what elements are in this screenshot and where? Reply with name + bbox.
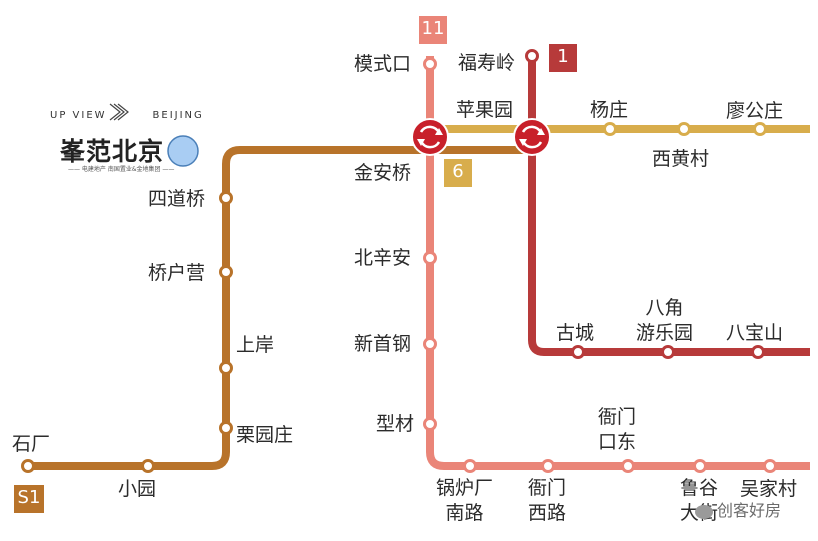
station-dot-xiaoyuan (141, 459, 155, 473)
brand-subtitle: —— 电建地产 南国置业&金地集团 —— (68, 166, 175, 173)
station-dot-shichang (21, 459, 35, 473)
station-dot-moshikou (423, 57, 437, 71)
station-dot-bajiao (661, 345, 675, 359)
station-dot-guoluchang (463, 459, 477, 473)
station-dot-fushouling (525, 49, 539, 63)
station-label-bajiao: 八角 游乐园 (636, 297, 694, 344)
station-label-jinanqiao: 金安桥 (354, 162, 412, 184)
station-label-pingguoyuan: 苹果园 (456, 99, 514, 121)
station-label-shangan: 上岸 (236, 334, 275, 356)
brand-name: 峯范北京 (60, 137, 165, 166)
station-label-shichang: 石厂 (12, 433, 51, 455)
station-dot-hengmenkoudong (621, 459, 635, 473)
station-dot-hengmenxilu (541, 459, 555, 473)
line-1-path (528, 56, 810, 356)
wechat-icon (695, 504, 713, 519)
brand-dot-icon (167, 135, 199, 167)
station-dot-beixinan (423, 251, 437, 265)
station-label-xiaoyuan: 小园 (118, 478, 157, 500)
interchange-icon-jinanqiao (411, 118, 449, 156)
station-label-guoluchang: 锅炉厂 南路 (436, 477, 494, 524)
station-label-hengmenkoudong: 衙门 口东 (598, 406, 637, 453)
interchange-icon-pingguoyuan (513, 118, 551, 156)
station-dot-xingcai (423, 417, 437, 431)
line-s1-path (28, 146, 530, 470)
station-label-babaoshan: 八宝山 (726, 322, 784, 344)
station-dot-sidaoqiao (219, 191, 233, 205)
station-dot-xihuangcun (677, 122, 691, 136)
station-label-wujiacun: 吴家村 (740, 478, 798, 500)
brand-chevron-icon (109, 103, 129, 121)
station-label-hengmenxilu: 衙门 西路 (528, 477, 567, 524)
station-dot-liaogongzhuang (753, 122, 767, 136)
station-dot-xinshougang (423, 337, 437, 351)
line-11-path (426, 56, 810, 470)
station-dot-liyuanzhuang (219, 421, 233, 435)
station-label-xinshougang: 新首钢 (354, 333, 412, 355)
station-dot-yangzhuang (603, 122, 617, 136)
station-label-xihuangcun: 西黄村 (652, 148, 710, 170)
station-label-qiaohuying: 桥户营 (148, 262, 206, 284)
station-label-beixinan: 北辛安 (354, 247, 412, 269)
line-1-badge: 1 (549, 44, 577, 72)
station-dot-qiaohuying (219, 265, 233, 279)
station-dot-shangan (219, 361, 233, 375)
watermark: 创客好房 (695, 497, 781, 521)
line-6-badge: 6 (444, 159, 472, 187)
station-label-sidaoqiao: 四道桥 (148, 188, 206, 210)
station-label-fushouling: 福寿岭 (458, 52, 516, 74)
station-dot-luguodajie (693, 459, 707, 473)
station-label-gucheng: 古城 (556, 322, 595, 344)
line-11-badge: 11 (419, 16, 447, 44)
station-dot-babaoshan (751, 345, 765, 359)
station-label-yangzhuang: 杨庄 (590, 99, 629, 121)
line-s1-badge: S1 (14, 485, 44, 513)
station-label-moshikou: 模式口 (354, 53, 412, 75)
station-label-liaogongzhuang: 廖公庄 (726, 100, 784, 122)
station-label-liyuanzhuang: 栗园庄 (236, 424, 294, 446)
station-dot-gucheng (571, 345, 585, 359)
station-label-xingcai: 型材 (376, 413, 415, 435)
station-dot-wujiacun (763, 459, 777, 473)
